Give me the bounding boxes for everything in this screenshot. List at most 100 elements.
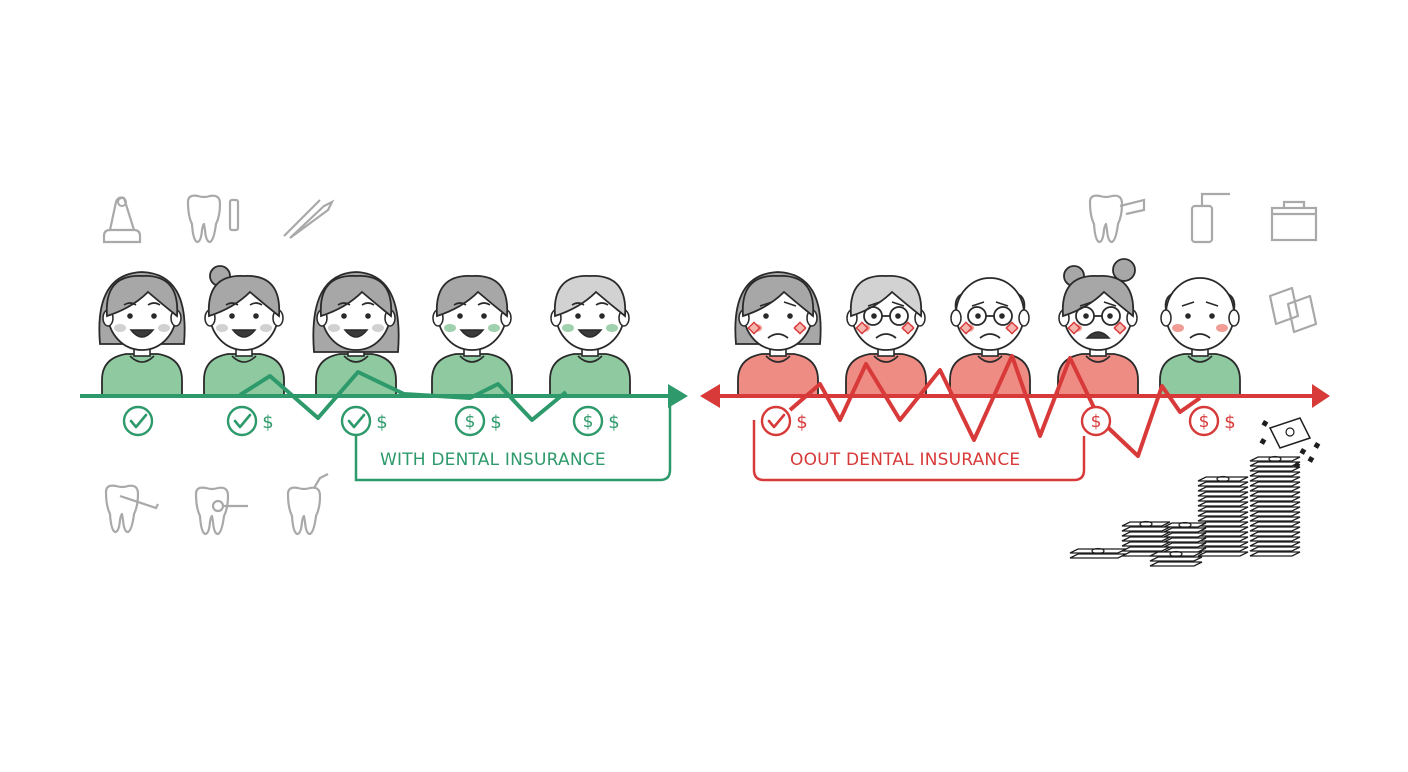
tooth-outline (286, 486, 322, 536)
mirror (211, 499, 225, 513)
coin-symbol: $ (1091, 412, 1102, 432)
tooth-mirror-icon (194, 486, 248, 536)
coin-symbol: $ (465, 412, 476, 432)
broken-tooth-icon (286, 473, 329, 536)
insured-cost-zigzag (238, 370, 568, 422)
insured-person-5 (549, 275, 631, 397)
bill-layer (1197, 476, 1249, 482)
collar (1085, 355, 1111, 363)
dollar-sign: $ (262, 412, 273, 433)
eye (895, 313, 901, 319)
chair-back (108, 196, 136, 231)
bill-layer (1197, 516, 1249, 522)
bill-layer (1249, 476, 1301, 482)
smile (459, 329, 485, 338)
cheek (114, 324, 126, 332)
eye (151, 313, 157, 319)
collar (765, 355, 791, 363)
ear (1018, 309, 1030, 327)
tooth-drill-icon (1088, 194, 1146, 244)
people-row (98, 258, 1241, 397)
eye (1083, 313, 1089, 319)
hair-top (553, 275, 627, 318)
eye (575, 313, 581, 319)
bill-layer (1197, 511, 1249, 517)
bill-layer (1121, 521, 1171, 527)
hair-sides (1164, 293, 1236, 311)
bill-layer (1069, 548, 1127, 554)
bill-layer (1069, 553, 1127, 559)
cost-markers: $$$$$$$$$$ (122, 405, 1236, 437)
hair-top (105, 275, 179, 318)
eye (365, 313, 371, 319)
without-insurance-label: OOUT DENTAL INSURANCE (790, 450, 1021, 470)
shirt (1159, 353, 1241, 397)
brows (225, 302, 263, 306)
bill-seal (1285, 427, 1295, 437)
insured-marker-2: $ (226, 405, 274, 437)
collar (977, 355, 1003, 363)
cheek (260, 324, 272, 332)
uninsured-timeline-arrowhead-right (1312, 384, 1330, 408)
floss-tube-icon (1190, 192, 1230, 244)
brows (123, 302, 161, 306)
crack (313, 473, 329, 489)
money-confetti (1313, 441, 1321, 449)
smile (129, 329, 155, 338)
nozzle (1200, 192, 1230, 206)
bill-layer (1249, 526, 1301, 532)
bill-layer (1197, 491, 1249, 497)
shirt (203, 353, 285, 397)
eye (341, 313, 347, 319)
bill-layer (1121, 526, 1171, 532)
collar (343, 355, 369, 363)
money-stack-flat (1069, 547, 1127, 559)
shirt (737, 353, 819, 397)
tooth-outline (1088, 194, 1124, 244)
tooth-brushing-icon (104, 484, 159, 534)
check-circle-icon (760, 405, 792, 437)
brows (571, 302, 609, 306)
tooth-outline (186, 194, 222, 244)
dollar-sign: $ (608, 412, 619, 433)
with-insurance-label: WITH DENTAL INSURANCE (380, 450, 606, 470)
bill-layer (1121, 531, 1171, 537)
cheek (1216, 324, 1228, 332)
eye (127, 313, 133, 319)
uninsured-person-1 (734, 271, 822, 397)
check-mark (129, 413, 148, 429)
bill-layer (1249, 516, 1301, 522)
bill-sheets (1268, 286, 1318, 334)
bill-seal (1216, 475, 1230, 483)
brows (759, 301, 797, 307)
tooth-outline (194, 486, 230, 536)
pain-mark (747, 321, 761, 335)
insured-marker-5: $$ (572, 405, 620, 437)
bill-layer (1197, 501, 1249, 507)
bill-layer (1249, 456, 1301, 462)
brush (119, 494, 159, 510)
money-confetti (1261, 420, 1269, 427)
check-circle-icon (226, 405, 258, 437)
eye (481, 313, 487, 319)
brows (1079, 301, 1117, 307)
cheek (562, 324, 574, 332)
coin-icon (454, 405, 486, 437)
insured-marker-4: $$ (454, 405, 502, 437)
insured-person-2 (203, 265, 285, 397)
coin-symbol: $ (583, 412, 594, 432)
bill-layer (1121, 546, 1171, 552)
brows (971, 301, 1009, 307)
face (955, 277, 1025, 351)
collar (577, 355, 603, 363)
ear (1228, 309, 1240, 327)
cheek (444, 324, 456, 332)
bill-layer (1197, 481, 1249, 487)
uninsured-person-2 (845, 275, 927, 397)
uninsured-cost-zigzag (788, 354, 1202, 458)
frown (979, 333, 1001, 339)
uninsured-person-4 (1057, 258, 1139, 397)
bill-layer (1197, 506, 1249, 512)
insured-person-1 (98, 271, 186, 397)
bill-layer (1149, 556, 1203, 562)
